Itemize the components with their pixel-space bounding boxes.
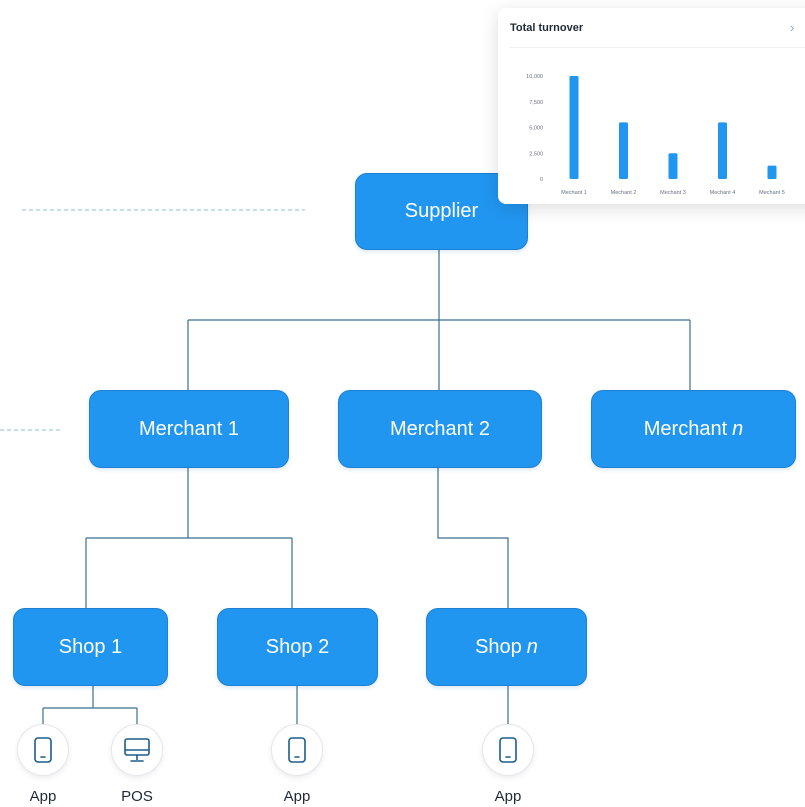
y-tick-label: 5,000 xyxy=(529,126,543,132)
y-tick-label: 10,000 xyxy=(526,74,543,80)
chevron-right-icon[interactable]: › xyxy=(790,20,795,35)
device-app-2-label: App xyxy=(283,788,311,805)
node-merchant-n-label: Merchant xyxy=(643,417,728,440)
chart-bar xyxy=(668,153,678,179)
node-merchant-n-var: n xyxy=(732,417,744,440)
x-tick-label: Mechant 4 xyxy=(710,190,736,196)
node-supplier: Supplier xyxy=(355,173,528,250)
node-shop-1: Shop 1 xyxy=(13,608,168,686)
y-tick-label: 0 xyxy=(540,177,543,183)
node-merchant-2: Merchant 2 xyxy=(338,390,542,468)
line-to-shop-n xyxy=(437,468,509,608)
chart-bar xyxy=(767,165,777,179)
monitor-icon xyxy=(124,738,150,762)
node-shop-1-label: Shop 1 xyxy=(58,635,123,658)
node-shop-2-label: Shop 2 xyxy=(265,635,330,658)
y-tick-label: 7,500 xyxy=(529,100,543,106)
x-tick-label: Mechant 1 xyxy=(561,190,587,196)
node-merchant-2-label: Merchant 2 xyxy=(389,417,491,440)
device-app-2 xyxy=(271,724,323,776)
y-tick-label: 2,500 xyxy=(529,151,543,157)
device-app-3-label: App xyxy=(494,788,522,805)
node-shop-n-label: Shop xyxy=(475,635,522,658)
phone-icon xyxy=(499,737,517,763)
chart-divider xyxy=(510,47,805,48)
x-tick-label: Mechant 3 xyxy=(660,190,686,196)
node-shop-n-var: n xyxy=(526,635,538,658)
phone-icon xyxy=(288,737,306,763)
node-shop-2: Shop 2 xyxy=(217,608,378,686)
node-supplier-label: Supplier xyxy=(404,200,479,222)
device-app-3 xyxy=(482,724,534,776)
chart-bar xyxy=(718,122,727,179)
chart-bar xyxy=(569,76,579,179)
node-merchant-1: Merchant 1 xyxy=(89,390,289,468)
node-merchant-1-label: Merchant 1 xyxy=(138,417,240,440)
phone-icon xyxy=(34,737,52,763)
device-pos xyxy=(111,724,163,776)
chart-title: Total turnover xyxy=(510,22,584,34)
x-tick-label: Mechant 5 xyxy=(759,190,785,196)
device-app-1 xyxy=(17,724,69,776)
device-app-1-label: App xyxy=(29,788,57,805)
chart-bar xyxy=(619,122,628,179)
device-pos-label: POS xyxy=(121,788,153,805)
x-tick-label: Mechant 2 xyxy=(611,190,637,196)
